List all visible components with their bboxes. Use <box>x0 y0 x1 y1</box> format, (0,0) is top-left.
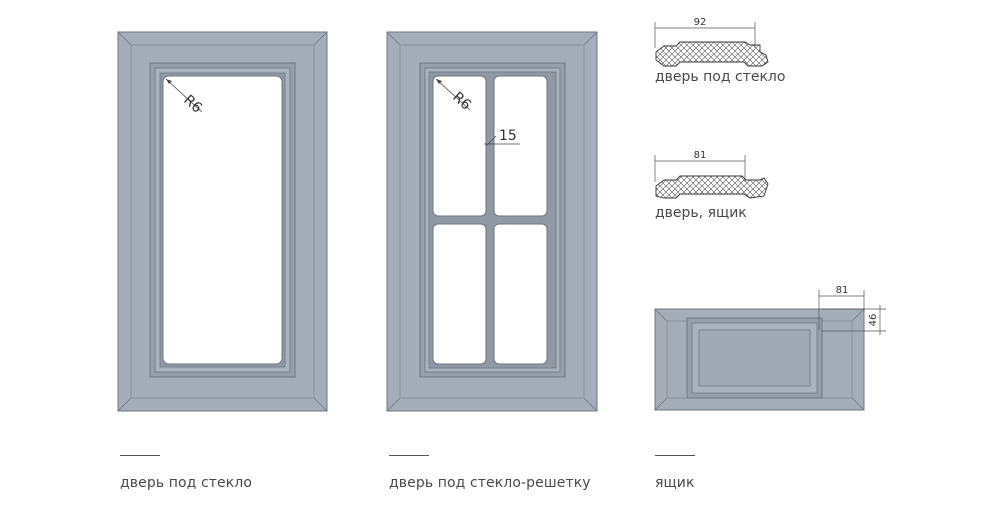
profile-glass-door-dimension: 92 <box>694 17 707 28</box>
drawer-height-dimension: 46 <box>868 314 879 327</box>
door-drawer-profile-section <box>654 155 769 199</box>
caption-drawer: ящик <box>655 475 695 491</box>
drawer-front-illustration <box>654 290 886 411</box>
caption-lattice-door: дверь под стекло-решетку <box>389 475 591 491</box>
profile-glass-door-label: дверь под стекло <box>655 69 786 85</box>
lattice-door-illustration <box>386 31 598 412</box>
caption-rule-lattice-door <box>389 455 429 456</box>
caption-rule-drawer <box>655 455 695 456</box>
caption-glass-door: дверь под стекло <box>120 475 253 491</box>
drawer-width-dimension: 81 <box>836 285 849 296</box>
glass-door-illustration <box>117 31 328 412</box>
caption-rule-glass-door <box>120 455 160 456</box>
profile-door-drawer-dimension: 81 <box>694 150 707 161</box>
profile-door-drawer-label: дверь, ящик <box>655 205 747 221</box>
glass-door-profile-section <box>654 22 769 67</box>
mullion-width-label: 15 <box>499 128 517 144</box>
